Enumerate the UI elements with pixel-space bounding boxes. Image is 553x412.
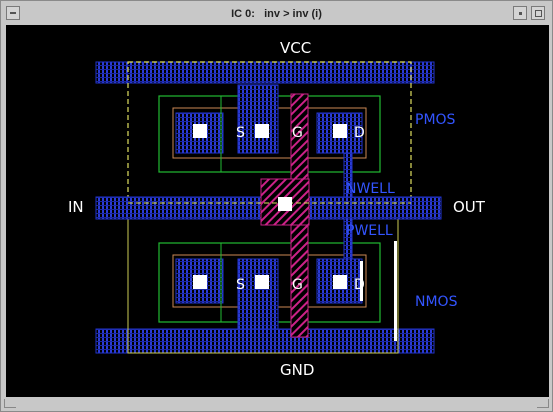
nwell-outline[interactable] <box>127 61 412 205</box>
pmos-source-label: S <box>236 125 245 141</box>
in-label: IN <box>68 198 84 216</box>
nmos-drain-metal[interactable] <box>316 258 363 304</box>
nmos-drain-label: D <box>354 277 365 293</box>
nmos-gate-label: G <box>292 277 303 293</box>
nmos-source-contact-2[interactable] <box>255 275 269 289</box>
gnd-rail[interactable] <box>95 328 435 354</box>
maximize-button[interactable] <box>531 6 545 20</box>
minimize-button[interactable] <box>513 6 527 20</box>
nmos-source-metal-2[interactable] <box>237 258 279 330</box>
vcc-label: VCC <box>280 39 311 57</box>
nmos-drain-contact[interactable] <box>333 275 347 289</box>
resize-corner-right[interactable] <box>537 399 549 408</box>
inverter-layout: VCC GND IN OUT NWELL PWELL PMOS NMOS S G… <box>68 39 486 379</box>
title-bar[interactable]: IC 0: inv > inv (i) <box>4 4 549 27</box>
nwell-label: NWELL <box>346 181 395 197</box>
pmos-source-contact-2[interactable] <box>255 124 269 138</box>
nmos-source-contact-1[interactable] <box>193 275 207 289</box>
pmos-source-contact-1[interactable] <box>193 124 207 138</box>
nmos-label: NMOS <box>415 294 458 310</box>
pmos-gate-label: G <box>292 125 303 141</box>
pmos-source-metal-2[interactable] <box>237 84 279 154</box>
vcc-rail[interactable] <box>95 61 435 84</box>
pwell-label: PWELL <box>346 223 393 239</box>
pmos-drain-contact[interactable] <box>333 124 347 138</box>
layout-canvas[interactable]: VCC GND IN OUT NWELL PWELL PMOS NMOS S G… <box>6 25 549 397</box>
nmos-output-wire[interactable] <box>394 241 397 341</box>
nmos-source-label: S <box>236 277 245 293</box>
out-label: OUT <box>453 198 486 216</box>
pmos-label: PMOS <box>415 112 456 128</box>
gate-contact[interactable] <box>278 197 292 211</box>
gnd-label: GND <box>280 361 314 379</box>
window-menu-button[interactable] <box>6 6 20 20</box>
pmos-drain-label: D <box>354 125 365 141</box>
window-title: IC 0: inv > inv (i) <box>231 8 322 20</box>
nmos-drain-wire[interactable] <box>360 261 363 301</box>
resize-corner-left[interactable] <box>4 399 16 408</box>
window-bottom-frame <box>4 398 549 410</box>
